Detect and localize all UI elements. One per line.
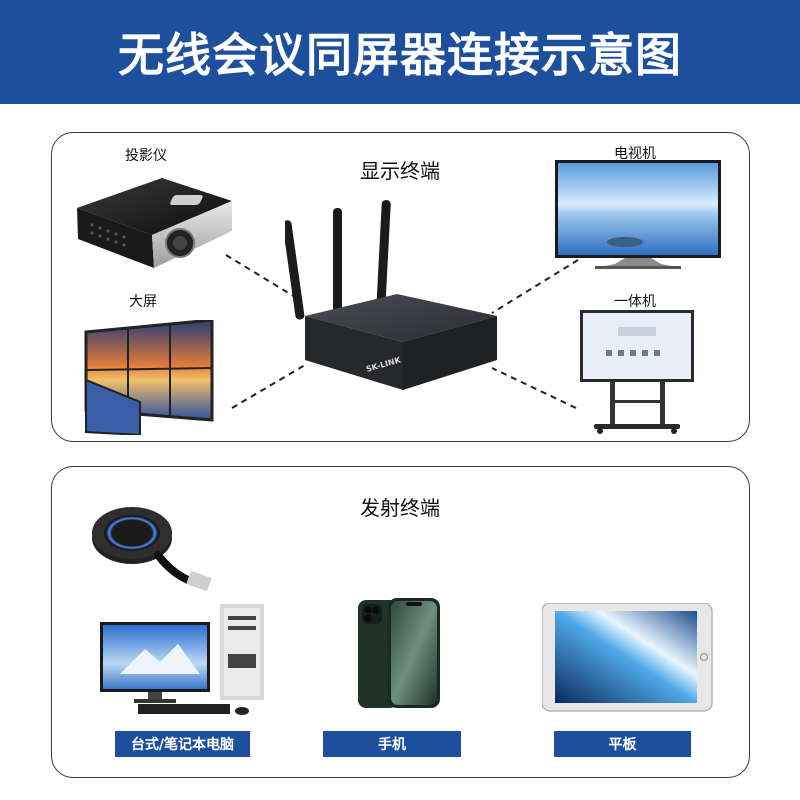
tv-icon [555, 160, 723, 272]
desktop-laptop-label: 台式/笔记本电脑 [115, 731, 250, 757]
desktop-computer-icon [100, 604, 265, 722]
video-wall-icon [80, 320, 215, 435]
phone-label: 手机 [323, 731, 461, 757]
all-in-one-icon [580, 310, 695, 435]
tablet-icon [542, 603, 714, 713]
line-all-in-one [492, 368, 576, 408]
receiver-box-icon: SK-LINK [285, 200, 500, 390]
tablet-label: 平板 [554, 731, 691, 757]
projector-icon [72, 173, 237, 273]
usb-dongle-icon [88, 500, 223, 600]
phone-icon [358, 598, 443, 710]
